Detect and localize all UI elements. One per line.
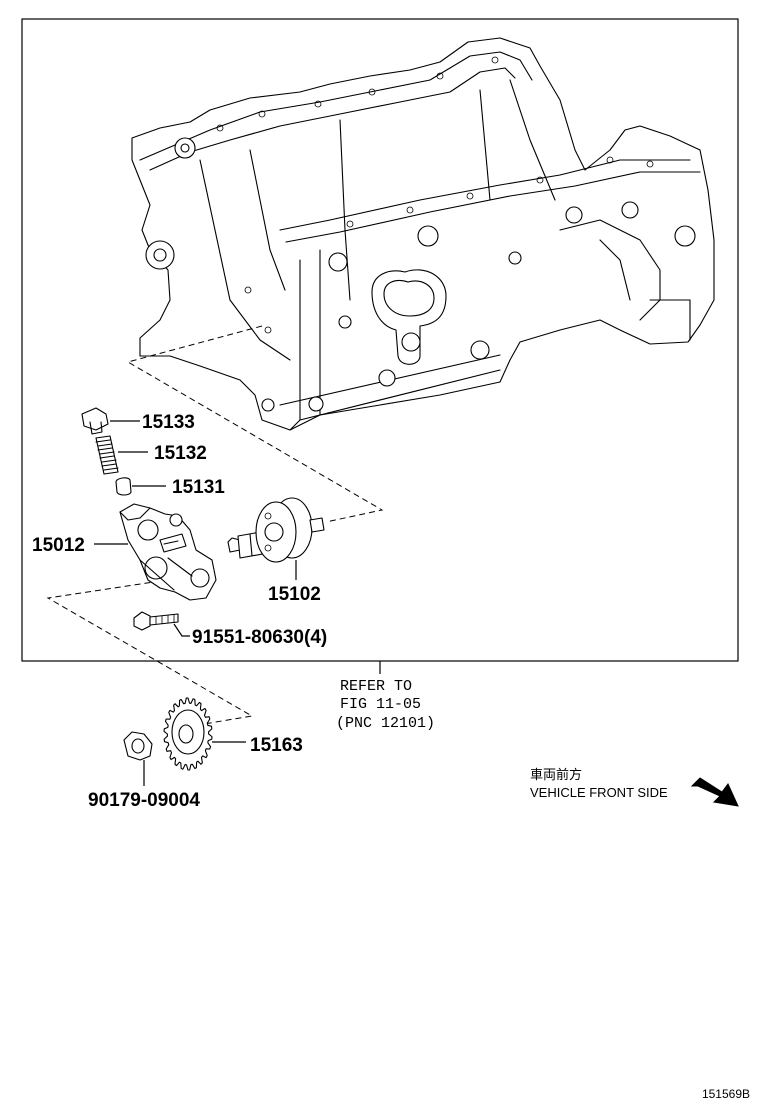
callout-91551-80630[interactable]: 91551-80630(4) (192, 627, 327, 648)
direction-arrow-icon (690, 777, 739, 807)
callout-15133[interactable]: 15133 (142, 412, 195, 433)
refer-line-3: (PNC 12101) (336, 715, 435, 732)
callout-15131[interactable]: 15131 (172, 477, 225, 498)
relief-valve-parts (81, 407, 166, 496)
callout-90179-09004[interactable]: 90179-09004 (88, 790, 200, 811)
assembly-dashed-lines (46, 325, 384, 725)
callout-15163[interactable]: 15163 (250, 735, 303, 756)
nut-part (123, 731, 153, 786)
direction-label-jp: 車両前方 (530, 767, 582, 782)
direction-label-en: VEHICLE FRONT SIDE (530, 785, 668, 800)
refer-line-1: REFER TO (340, 678, 412, 695)
callout-15012[interactable]: 15012 (32, 535, 85, 556)
oil-pump-body (94, 503, 217, 601)
callout-15132[interactable]: 15132 (154, 443, 207, 464)
figure-id: 151569B (702, 1087, 750, 1101)
refer-line-2: FIG 11-05 (340, 696, 421, 713)
oil-pump-rotor (227, 497, 325, 580)
callout-15102[interactable]: 15102 (268, 584, 321, 605)
oil-pump-sprocket (163, 697, 246, 771)
bolt-part (133, 611, 190, 637)
oil-pan-drawing (131, 37, 715, 431)
